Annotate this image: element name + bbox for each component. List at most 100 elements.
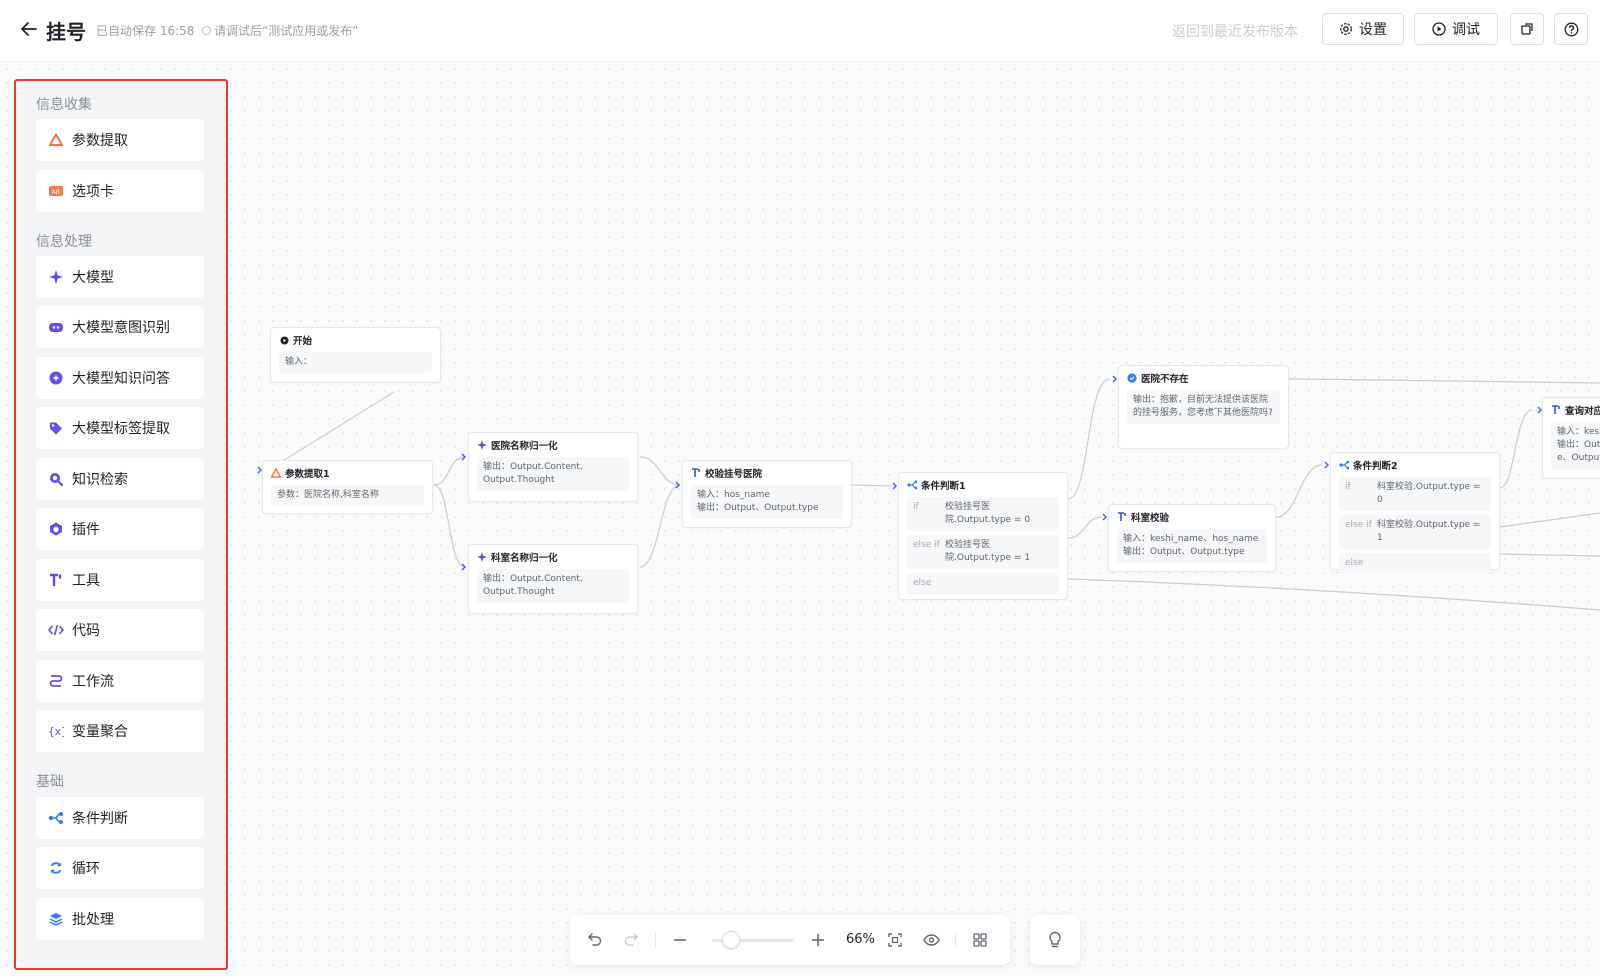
- condition-icon: [1339, 460, 1349, 470]
- node-item-label: 大模型标签提取: [72, 421, 170, 437]
- zoom-slider-thumb[interactable]: [722, 931, 740, 949]
- zoom-in-button[interactable]: [809, 931, 827, 949]
- node-item-plugin[interactable]: 插件: [36, 508, 204, 550]
- param-extract-icon: [48, 132, 64, 148]
- else-if-keyword: else if: [1345, 520, 1372, 530]
- lightbulb-icon: [1049, 931, 1061, 948]
- settings-label: 设置: [1359, 22, 1387, 38]
- knowledge-qa-icon: [48, 370, 64, 386]
- layers-icon: [48, 911, 64, 927]
- undo-button[interactable]: [586, 931, 604, 949]
- layout-button[interactable]: [971, 931, 989, 949]
- condition-icon: [48, 810, 64, 826]
- copy-icon: [1521, 23, 1533, 35]
- node-item-variable-aggregate[interactable]: {x} 变量聚合: [36, 710, 204, 752]
- top-bar: 挂号 已自动保存 16:58 请调试后“测试应用或发布” 返回到最近发布版本 设…: [0, 0, 1600, 62]
- copy-button[interactable]: [1510, 13, 1544, 45]
- node-item-llm[interactable]: 大模型: [36, 256, 204, 298]
- tool-icon: [1551, 405, 1561, 415]
- node-output-more: e、Output.: [1557, 453, 1600, 463]
- node-item-loop[interactable]: 循环: [36, 847, 204, 889]
- node-item-batch[interactable]: 批处理: [36, 898, 204, 940]
- option-card-icon: AB: [48, 183, 64, 199]
- node-item-tag-extract[interactable]: 大模型标签提取: [36, 407, 204, 449]
- department-normalize-node[interactable]: 科室名称归一化 输出：Output.Content, Output.Though…: [468, 544, 638, 614]
- node-item-label: 参数提取: [72, 133, 128, 149]
- node-title: 查询对应: [1565, 406, 1600, 417]
- else-if-condition: 校验挂号医院.Output.type = 1: [945, 540, 1031, 563]
- node-item-label: 插件: [72, 522, 100, 538]
- info-dot-icon: [202, 26, 211, 35]
- if-condition: 校验挂号医院.Output.type = 0: [945, 502, 1031, 525]
- back-arrow-icon[interactable]: [20, 20, 38, 38]
- else-branch: else: [907, 573, 1059, 594]
- plugin-icon: [48, 521, 64, 537]
- node-item-label: 批处理: [72, 912, 114, 928]
- workflow-canvas[interactable]: 开始 输入： 参数提取1 参数：医院名称,科室名称 医院名称归一化 输出：Out…: [0, 62, 1600, 977]
- if-keyword: if: [913, 502, 919, 512]
- tips-button[interactable]: [1030, 915, 1080, 965]
- node-item-label: 大模型: [72, 270, 114, 286]
- department-verify-node[interactable]: 科室校验 输入：keshi_name、hos_name 输出：Output、Ou…: [1108, 504, 1276, 572]
- revert-to-published-link[interactable]: 返回到最近发布版本: [1172, 24, 1298, 40]
- node-title: 科室名称归一化: [491, 553, 558, 564]
- section-title-info-process: 信息处理: [36, 234, 92, 250]
- autosave-status: 已自动保存 16:58: [96, 24, 195, 38]
- else-branch: else: [1339, 553, 1491, 574]
- node-item-code[interactable]: 代码: [36, 609, 204, 651]
- page-title: 挂号: [46, 20, 86, 44]
- preview-button[interactable]: [922, 931, 940, 949]
- workflow-icon: [48, 673, 64, 689]
- node-title: 开始: [293, 336, 313, 347]
- variable-icon: {x}: [48, 723, 64, 739]
- canvas-toolbar: 66%: [570, 915, 1010, 965]
- node-item-label: 变量聚合: [72, 724, 128, 740]
- param-extract-node[interactable]: 参数提取1 参数：医院名称,科室名称: [262, 460, 433, 514]
- query-node[interactable]: 查询对应 输入：kesh 输出：Outp e、Output.: [1542, 397, 1600, 479]
- node-item-intent[interactable]: 大模型意图识别: [36, 306, 204, 348]
- hospital-normalize-node[interactable]: 医院名称归一化 输出：Output.Content, Output.Though…: [468, 432, 638, 502]
- node-body: 输入：: [279, 352, 432, 373]
- node-item-workflow[interactable]: 工作流: [36, 660, 204, 702]
- else-keyword: else: [913, 578, 932, 588]
- node-body: 输出：Output.Content, Output.Thought: [477, 457, 629, 491]
- svg-text:{x}: {x}: [48, 725, 64, 738]
- zoom-slider-track[interactable]: [712, 939, 794, 942]
- node-title: 医院名称归一化: [491, 441, 558, 452]
- node-title: 条件判断2: [1353, 461, 1398, 472]
- sparkle-icon: [48, 269, 64, 285]
- sparkle-icon: [477, 440, 487, 450]
- settings-button[interactable]: 设置: [1322, 13, 1404, 45]
- fit-view-button[interactable]: [886, 931, 904, 949]
- connection-lines: [267, 378, 1600, 611]
- node-item-label: 工作流: [72, 674, 114, 690]
- redo-button[interactable]: [622, 931, 640, 949]
- help-button[interactable]: [1554, 13, 1588, 45]
- verify-hospital-node[interactable]: 校验挂号医院 输入：hos_name 输出：Output、Output.type: [682, 460, 852, 528]
- node-item-tool[interactable]: 工具: [36, 559, 204, 601]
- node-input: 输入：kesh: [1557, 427, 1600, 437]
- zoom-out-button[interactable]: [671, 931, 689, 949]
- question-circle-icon: [1564, 22, 1578, 36]
- node-item-label: 循环: [72, 861, 100, 877]
- debug-button[interactable]: 调试: [1414, 13, 1498, 45]
- play-circle-icon: [1432, 22, 1446, 36]
- node-body: 输出：抱歉，目前无法提供该医院的挂号服务，您考虑下其他医院吗?: [1127, 390, 1280, 424]
- undo-icon: [588, 933, 602, 946]
- node-item-param-extract[interactable]: 参数提取: [36, 119, 204, 161]
- node-title: 校验挂号医院: [705, 469, 763, 480]
- zoom-level: 66%: [846, 932, 875, 947]
- param-extract-icon: [271, 468, 281, 478]
- grid-icon: [973, 933, 987, 947]
- hospital-not-found-node[interactable]: 医院不存在 输出：抱歉，目前无法提供该医院的挂号服务，您考虑下其他医院吗?: [1118, 365, 1289, 449]
- node-output: 输出：Output、Output.type: [697, 503, 819, 513]
- plus-icon: [812, 934, 824, 946]
- node-item-condition[interactable]: 条件判断: [36, 797, 204, 839]
- node-item-knowledge-qa[interactable]: 大模型知识问答: [36, 357, 204, 399]
- start-node[interactable]: 开始 输入：: [270, 327, 441, 383]
- node-item-knowledge-search[interactable]: 知识检索: [36, 458, 204, 500]
